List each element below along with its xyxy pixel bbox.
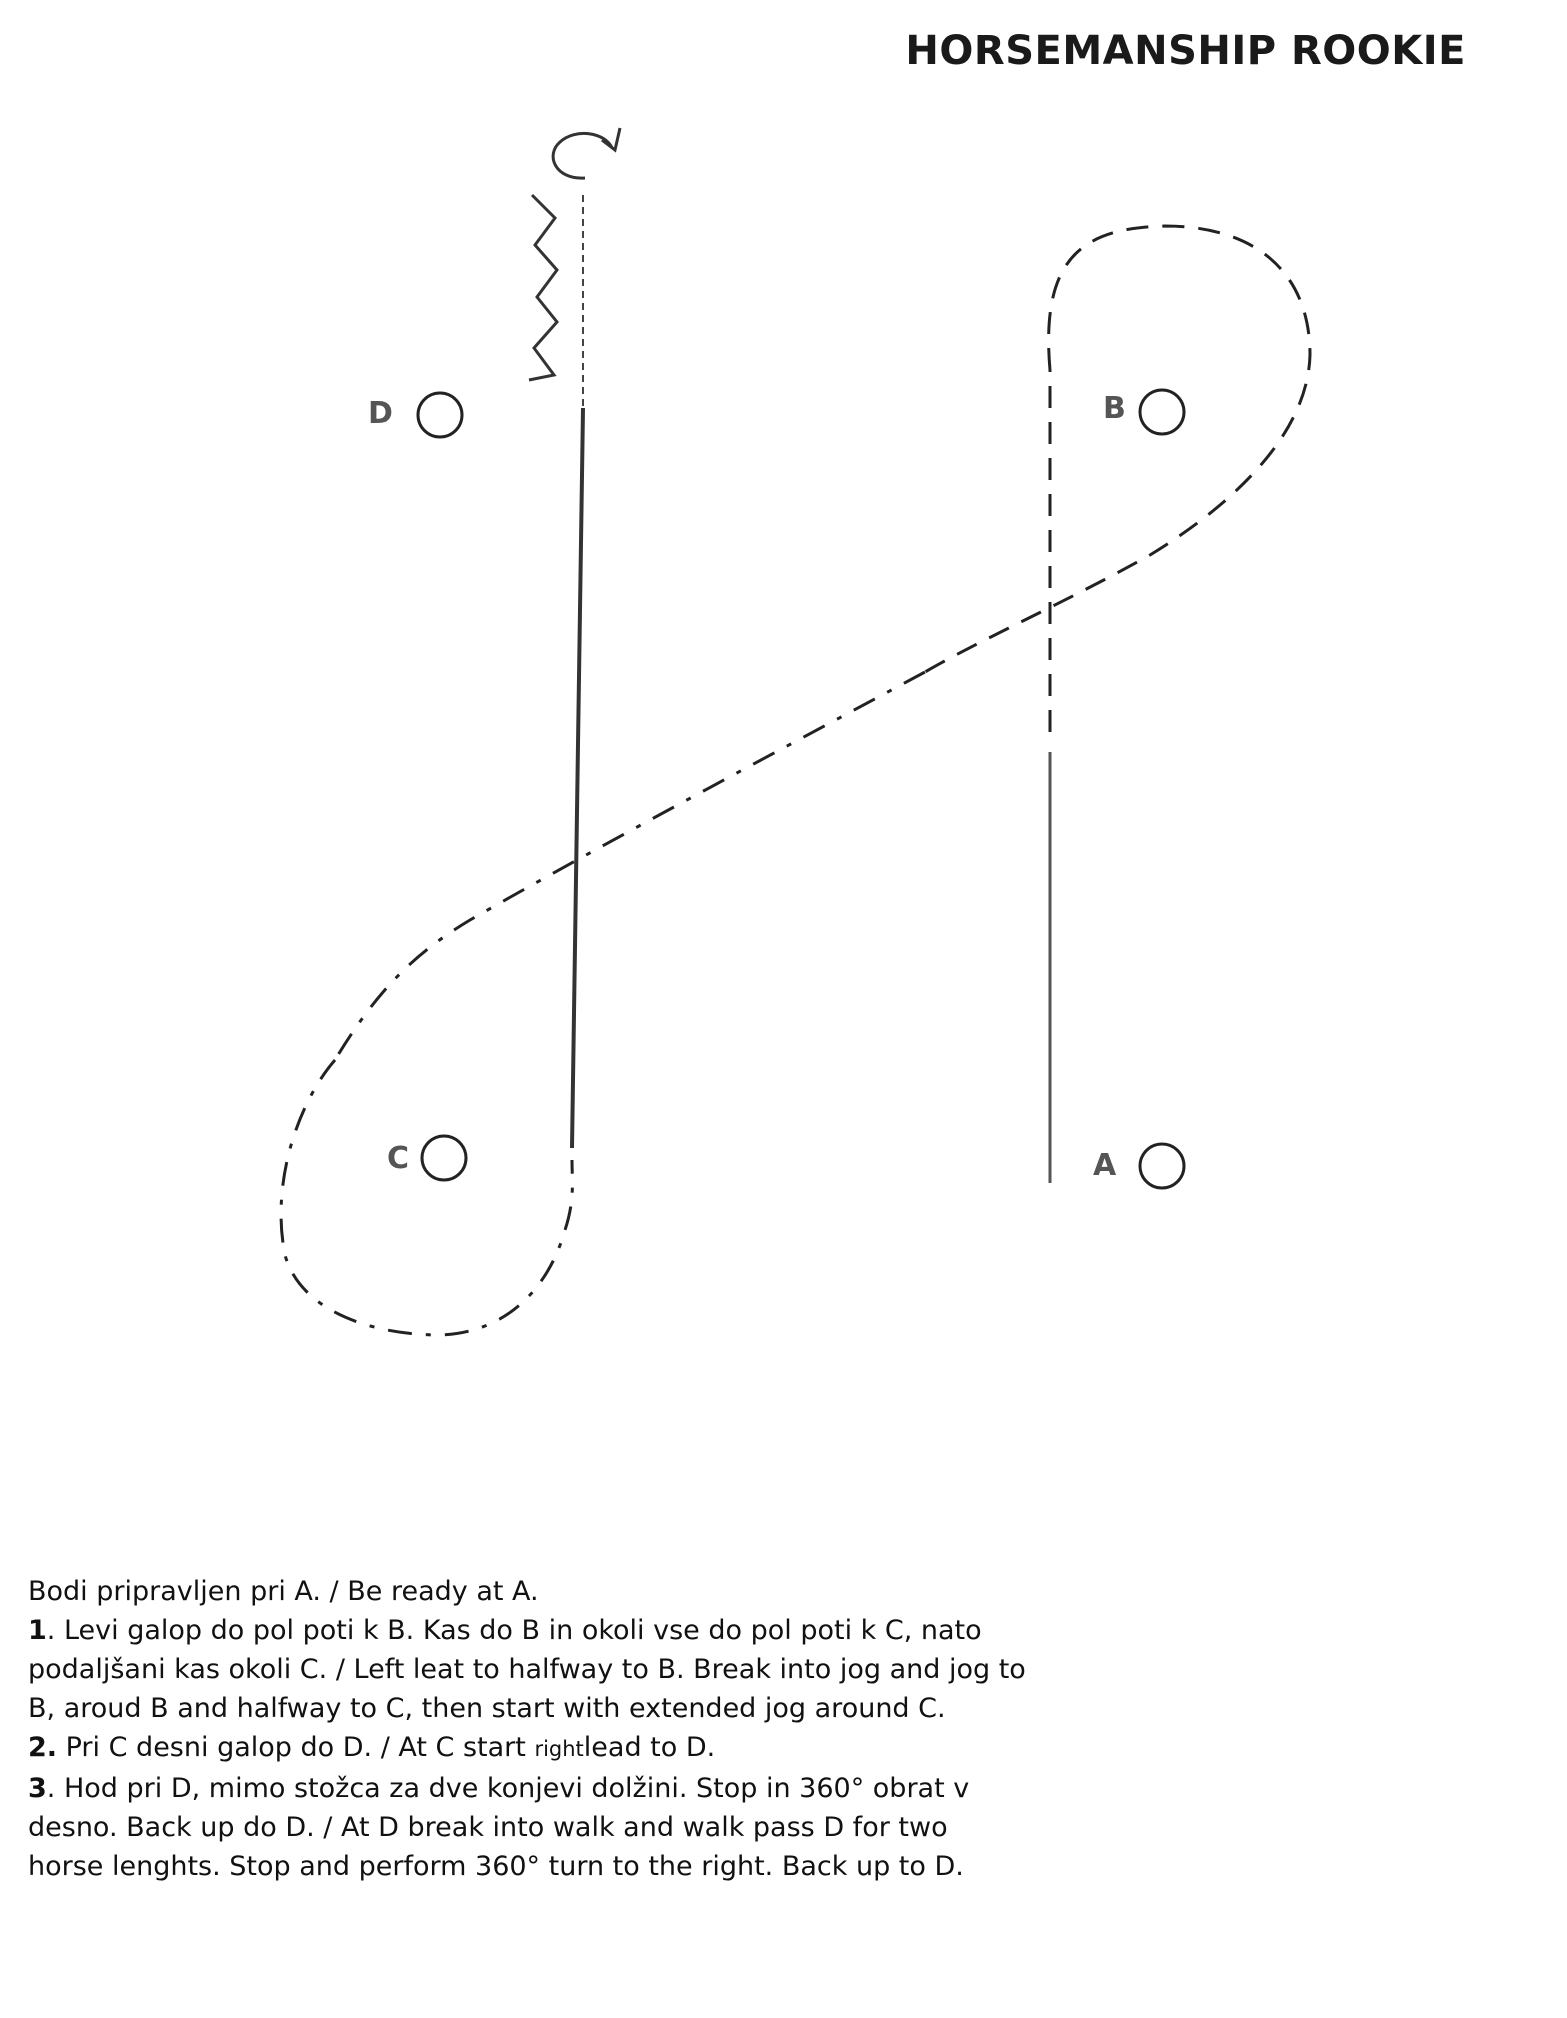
cone-b-marker <box>1138 388 1186 436</box>
cone-a-marker <box>1138 1142 1186 1190</box>
extended-jog-diagonal <box>333 670 926 1061</box>
turn-360-icon <box>551 127 622 180</box>
step-1-text: . Levi galop do pol poti k B. Kas do B i… <box>28 1615 1026 1724</box>
step-2-number: 2. <box>28 1732 58 1763</box>
cone-c-label: C <box>387 1141 409 1176</box>
instructions: Bodi pripravljen pri A. / Be ready at A.… <box>28 1572 1028 1886</box>
cone-a: A <box>1093 1142 1186 1190</box>
cone-b: B <box>1103 388 1186 436</box>
ready-instruction: Bodi pripravljen pri A. / Be ready at A. <box>28 1572 1028 1611</box>
step-3-text: . Hod pri D, mimo stožca za dve konjevi … <box>28 1773 970 1882</box>
lope-line-to-d <box>570 407 585 1149</box>
cone-b-label: B <box>1103 391 1126 426</box>
step-1: 1. Levi galop do pol poti k B. Kas do B … <box>28 1611 1028 1728</box>
step-3-number: 3 <box>28 1773 47 1804</box>
cone-d-marker <box>416 391 464 439</box>
step-2-text-after: lead to D. <box>583 1732 716 1763</box>
pattern-title: HORSEMANSHIP ROOKIE <box>905 28 1466 74</box>
cone-d: D <box>368 391 464 439</box>
step-2-small-word: right <box>534 1737 584 1761</box>
cone-c: C <box>387 1134 468 1182</box>
extended-jog-loop-around-c <box>279 1059 574 1337</box>
cone-c-marker <box>420 1134 468 1182</box>
cone-d-label: D <box>368 396 393 431</box>
back-up-zigzag-icon <box>528 193 559 382</box>
step-2-text-before: Pri C desni galop do D. / At C start <box>57 1732 526 1763</box>
step-1-number: 1 <box>28 1615 47 1646</box>
jog-loop-around-b <box>924 224 1312 674</box>
ready-text: Bodi pripravljen pri A. / Be ready at A. <box>28 1576 539 1607</box>
cone-a-label: A <box>1093 1148 1117 1183</box>
step-3: 3. Hod pri D, mimo stožca za dve konjevi… <box>28 1769 1028 1886</box>
step-2: 2. Pri C desni galop do D. / At C start … <box>28 1728 1028 1769</box>
